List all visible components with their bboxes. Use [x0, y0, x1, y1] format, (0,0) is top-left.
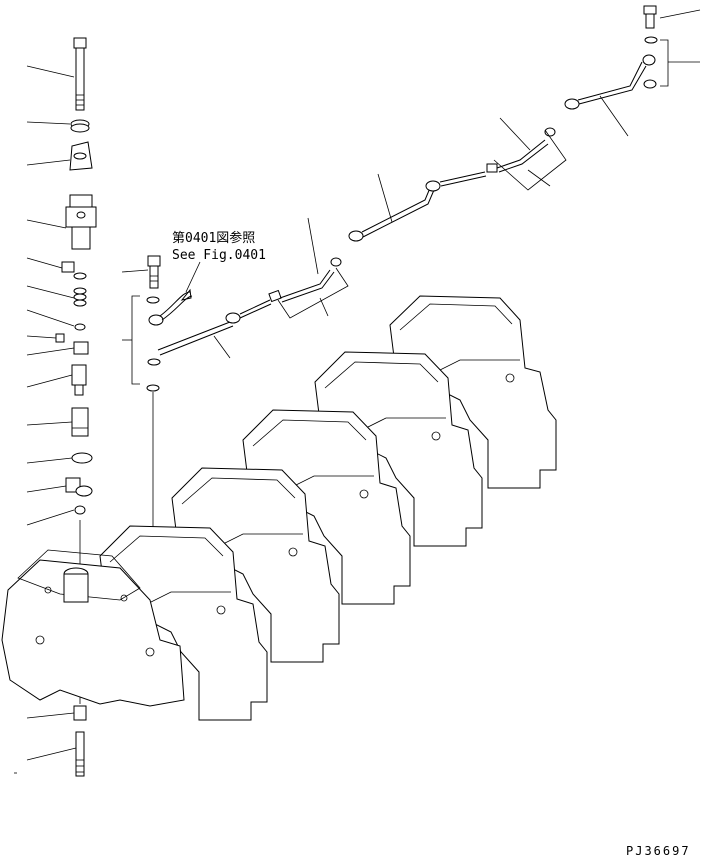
nozzle-nut [71, 407, 89, 437]
injector-body [65, 194, 97, 250]
cylinder-head-5 [314, 351, 483, 547]
seat [74, 323, 86, 331]
reference-note-english: See Fig.0401 [172, 248, 266, 263]
clamp [69, 141, 93, 171]
dowel [55, 333, 65, 343]
small-nut [74, 505, 86, 515]
cylinder-head-4 [242, 409, 411, 605]
injector-parts-stack [55, 37, 97, 777]
long-bolt [73, 37, 87, 111]
nozzle [71, 364, 87, 396]
reference-note: 第0401図参照 See Fig.0401 [172, 230, 266, 301]
banjo-bolt-group [121, 255, 164, 640]
spacer [73, 341, 89, 355]
spring [73, 287, 87, 307]
left-leader-lines [14, 65, 77, 774]
top-banjo-bolt [643, 5, 657, 29]
reference-note-japanese: 第0401図参照 [172, 230, 255, 246]
stud [75, 731, 85, 777]
cylinder-heads [1, 295, 557, 721]
gasket [71, 452, 93, 464]
drawing-number: PJ36697 [626, 844, 691, 858]
pipe-leader-lines [213, 9, 701, 359]
small-pin [61, 261, 75, 273]
cylinder-head-3 [171, 467, 340, 663]
cylinder-head-2 [99, 525, 268, 721]
fuel-pipe-assembly [157, 5, 669, 356]
nut [73, 705, 87, 721]
cylinder-head-1 [1, 549, 185, 707]
sleeve [65, 477, 93, 497]
o-ring [73, 272, 87, 280]
